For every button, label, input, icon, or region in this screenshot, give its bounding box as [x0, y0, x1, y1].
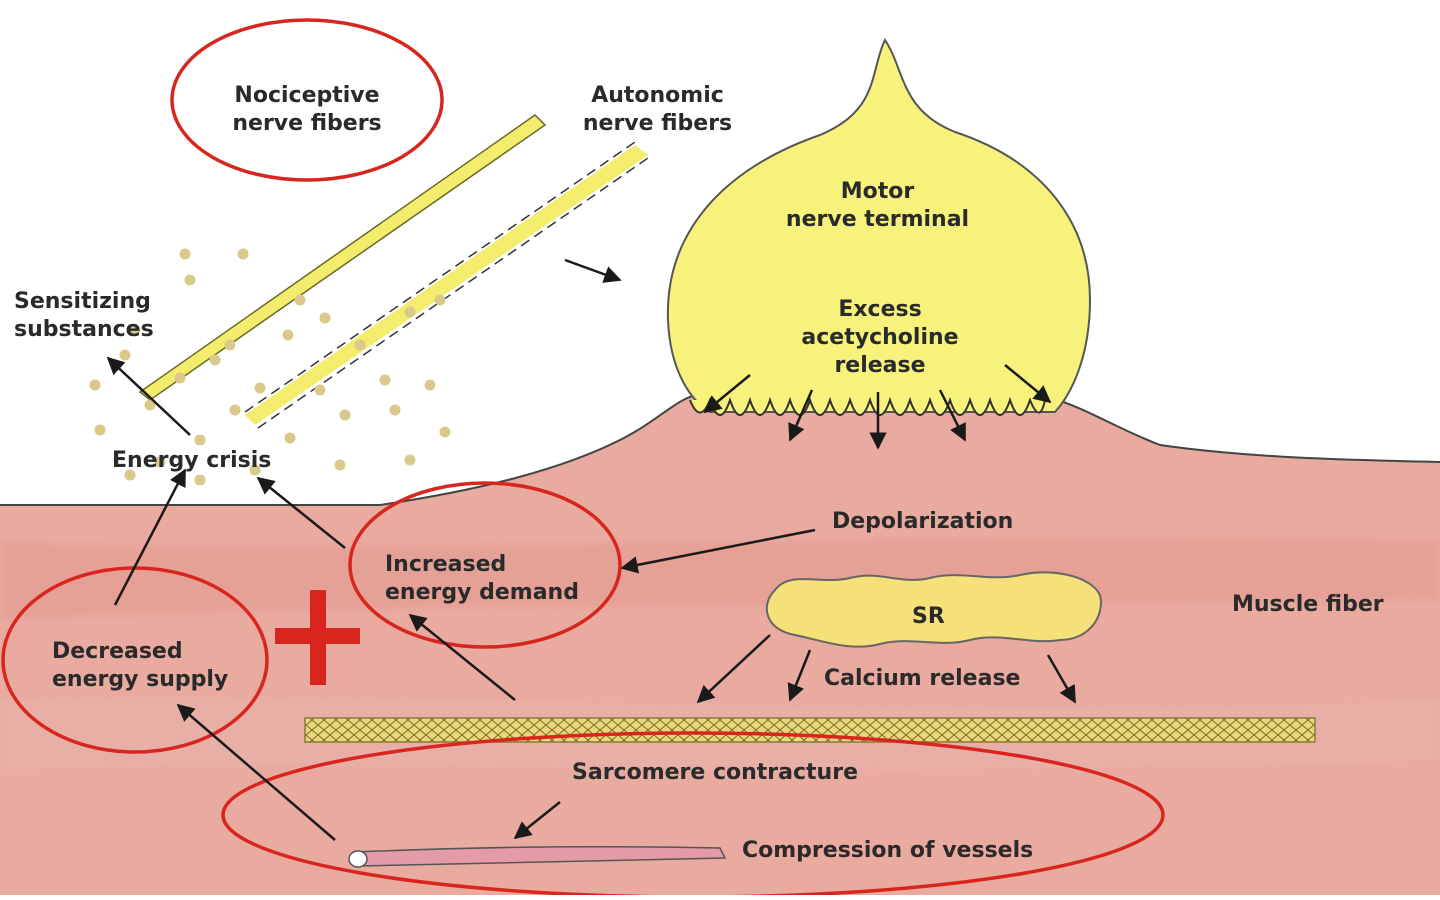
particle [439, 426, 451, 438]
particle [314, 384, 326, 396]
particle [294, 294, 306, 306]
circle-nociceptive [170, 18, 444, 182]
arrow [564, 258, 622, 283]
circle-increased-demand [348, 481, 622, 649]
vessel-opening [348, 850, 368, 868]
arrow [408, 613, 516, 701]
particle [129, 324, 141, 336]
particle [334, 459, 346, 471]
particle [249, 464, 261, 476]
arrow [113, 468, 187, 606]
particle [319, 312, 331, 324]
label-sr: SR [912, 604, 945, 629]
particle [424, 379, 436, 391]
arrow [788, 389, 814, 442]
particle [282, 329, 294, 341]
label-energy-crisis: Energy crisis [112, 448, 272, 473]
sarcoplasmic-reticulum-shape [765, 571, 1102, 648]
particle [124, 469, 136, 481]
particle [144, 399, 156, 411]
particle [174, 372, 186, 384]
particle [154, 456, 166, 468]
particle [119, 349, 131, 361]
label-compression-of-vessels: Compression of vessels [742, 838, 1034, 863]
particle [229, 404, 241, 416]
nerve-fibers [138, 114, 649, 429]
label-calcium-release: Calcium release [824, 666, 1021, 691]
particle [224, 339, 236, 351]
sarcomere-band [304, 717, 1316, 743]
label-muscle-fiber: Muscle fiber [1232, 592, 1384, 617]
particle [179, 248, 191, 260]
arrow [513, 801, 561, 840]
particle [194, 434, 206, 446]
arrow [620, 528, 816, 574]
particle [94, 424, 106, 436]
label-depolarization: Depolarization [832, 509, 1014, 534]
particle [404, 454, 416, 466]
particle [184, 274, 196, 286]
arrow [256, 476, 346, 549]
arrow [787, 649, 812, 702]
arrow [176, 703, 336, 841]
arrow [696, 634, 771, 704]
sensitizing-particles [89, 248, 451, 486]
particle [209, 354, 221, 366]
arrow [1004, 364, 1052, 404]
particle [339, 409, 351, 421]
particle [89, 379, 101, 391]
particle [379, 374, 391, 386]
particle [237, 248, 249, 260]
particle [389, 404, 401, 416]
particle [194, 474, 206, 486]
arrow [703, 374, 751, 414]
vessel-shape [354, 846, 727, 867]
particle [354, 339, 366, 351]
particle [404, 306, 416, 318]
arrow [106, 356, 191, 436]
particle [434, 294, 446, 306]
arrow [1046, 654, 1077, 704]
arrow [938, 389, 967, 442]
particle [284, 432, 296, 444]
plus-icon [275, 590, 360, 685]
arrows [106, 258, 1077, 841]
label-sarcomere-contracture: Sarcomere contracture [572, 760, 858, 785]
particle [254, 382, 266, 394]
motor-nerve-terminal-shape [666, 38, 1092, 416]
